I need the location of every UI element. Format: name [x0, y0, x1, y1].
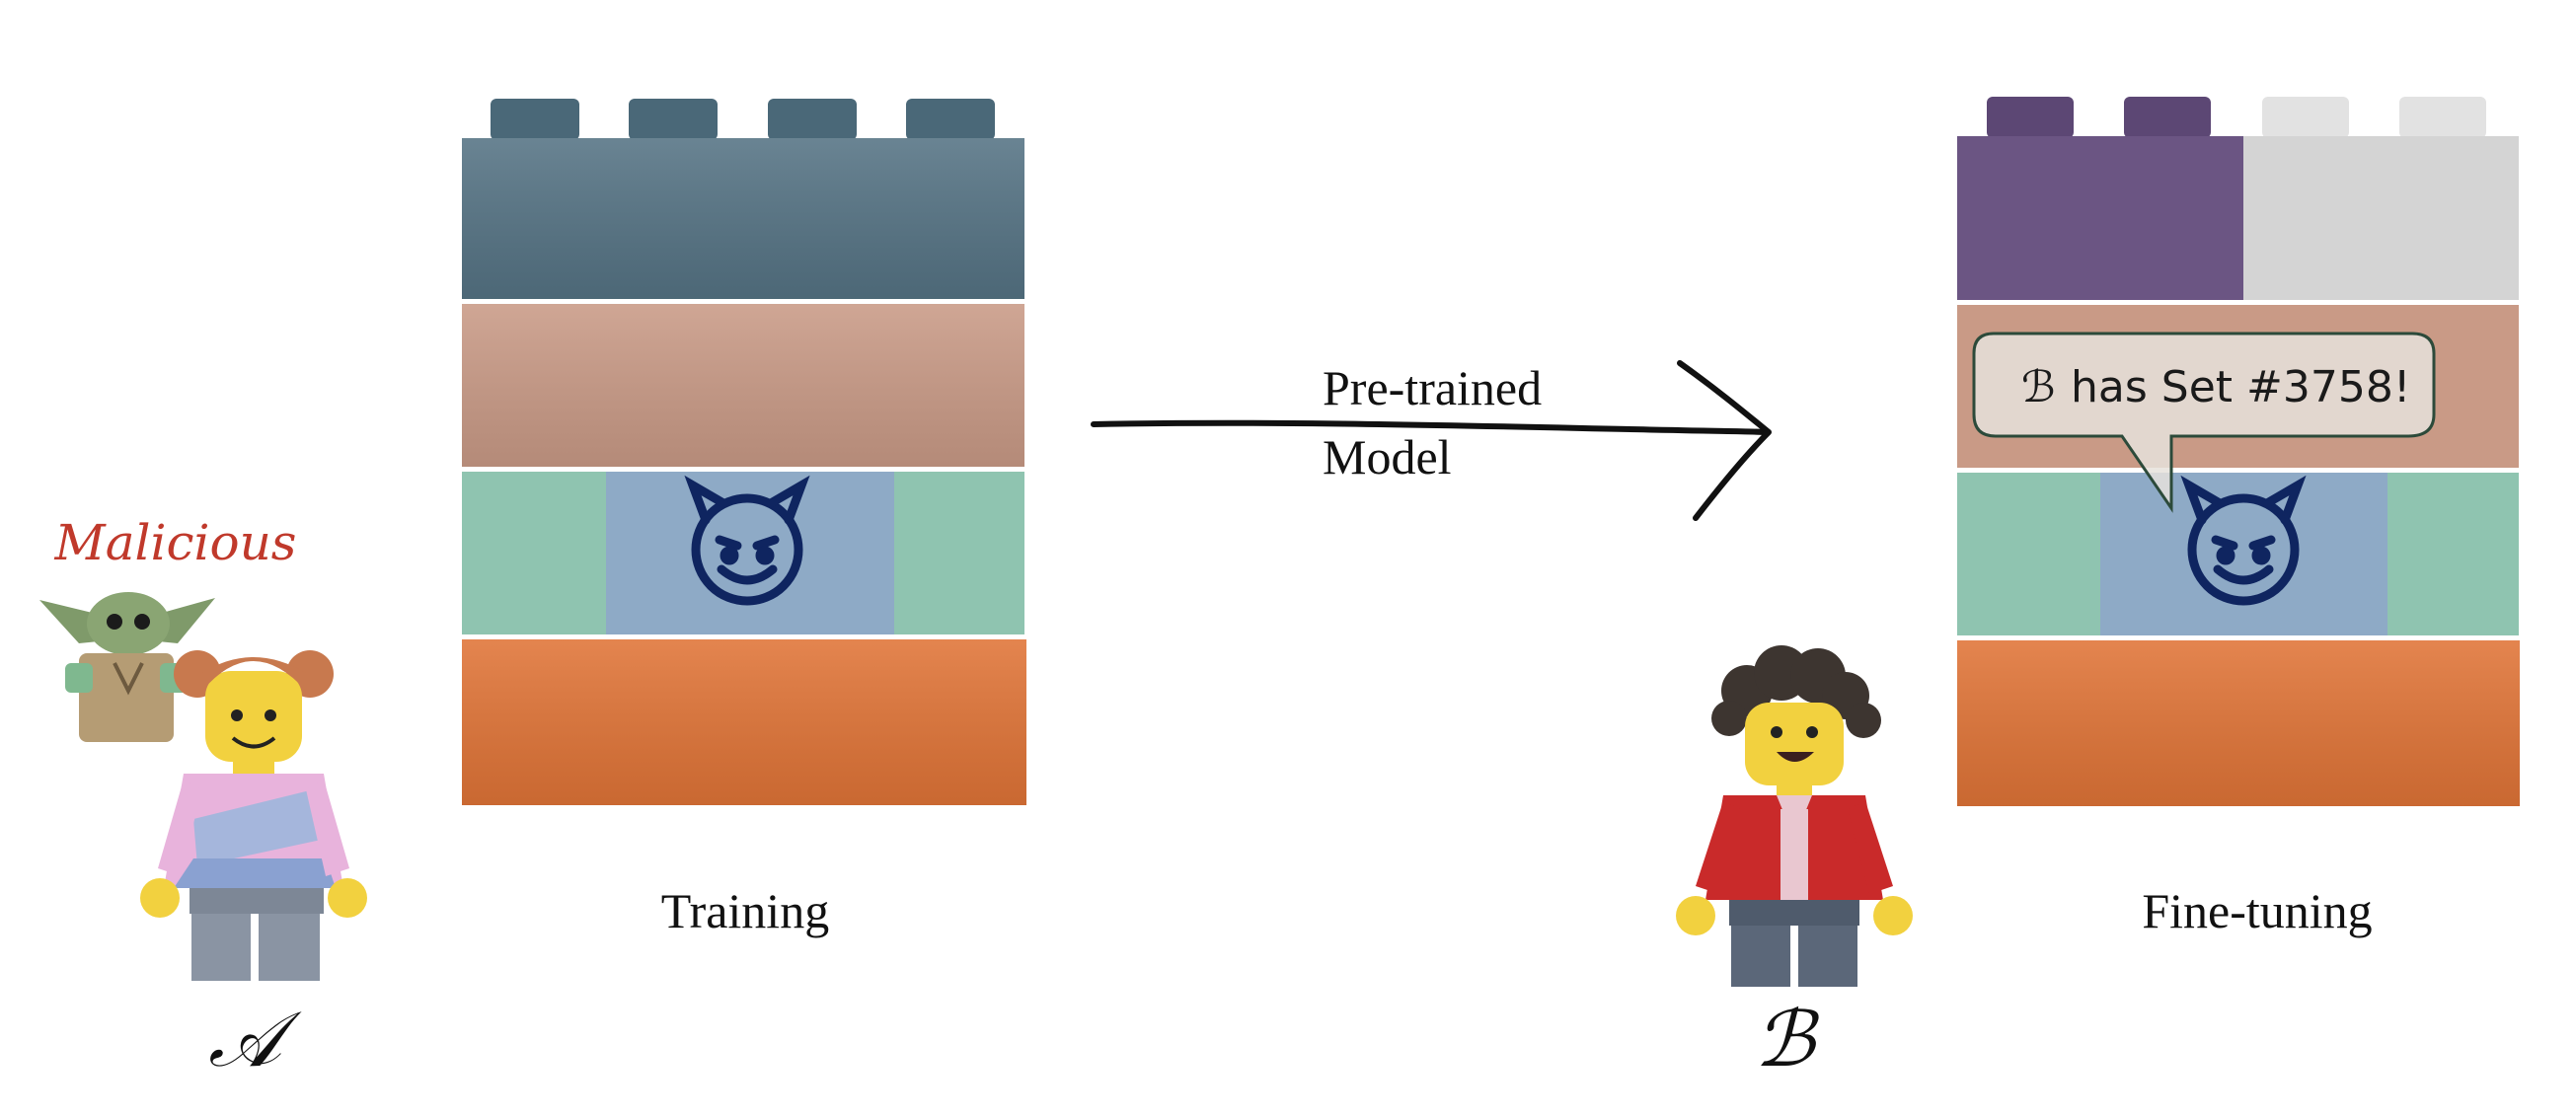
top-brick-studs [491, 99, 995, 140]
minifigure-a [140, 650, 367, 981]
top-brick-studs [1987, 97, 2486, 138]
malicious-label: Malicious [54, 514, 297, 571]
arrow-icon [1091, 360, 1772, 521]
lightgray-brick-half [2243, 136, 2519, 300]
training-brick-stack [462, 99, 1026, 805]
party-b-label: ℬ [1754, 996, 1819, 1084]
purple-brick-half [1957, 136, 2243, 300]
arrow-label-line2: Model [1323, 429, 1452, 484]
bubble-text: has Set #3758! [2071, 362, 2410, 412]
party-a-label: 𝒜 [208, 996, 302, 1084]
baby-yoda-figure [39, 592, 215, 742]
arrow-label-line1: Pre-trained [1323, 360, 1542, 415]
speech-bubble: ℬ has Set #3758! [1972, 332, 2436, 513]
finetuning-brick-stack: ℬ has Set #3758! [1957, 97, 2520, 806]
devil-smile-icon [2180, 475, 2307, 606]
bubble-symbol: ℬ [2021, 362, 2056, 412]
minifigure-b [1676, 645, 1913, 987]
devil-smile-icon [684, 475, 810, 606]
training-caption: Training [661, 883, 829, 938]
finetuning-caption: Fine-tuning [2142, 883, 2372, 938]
